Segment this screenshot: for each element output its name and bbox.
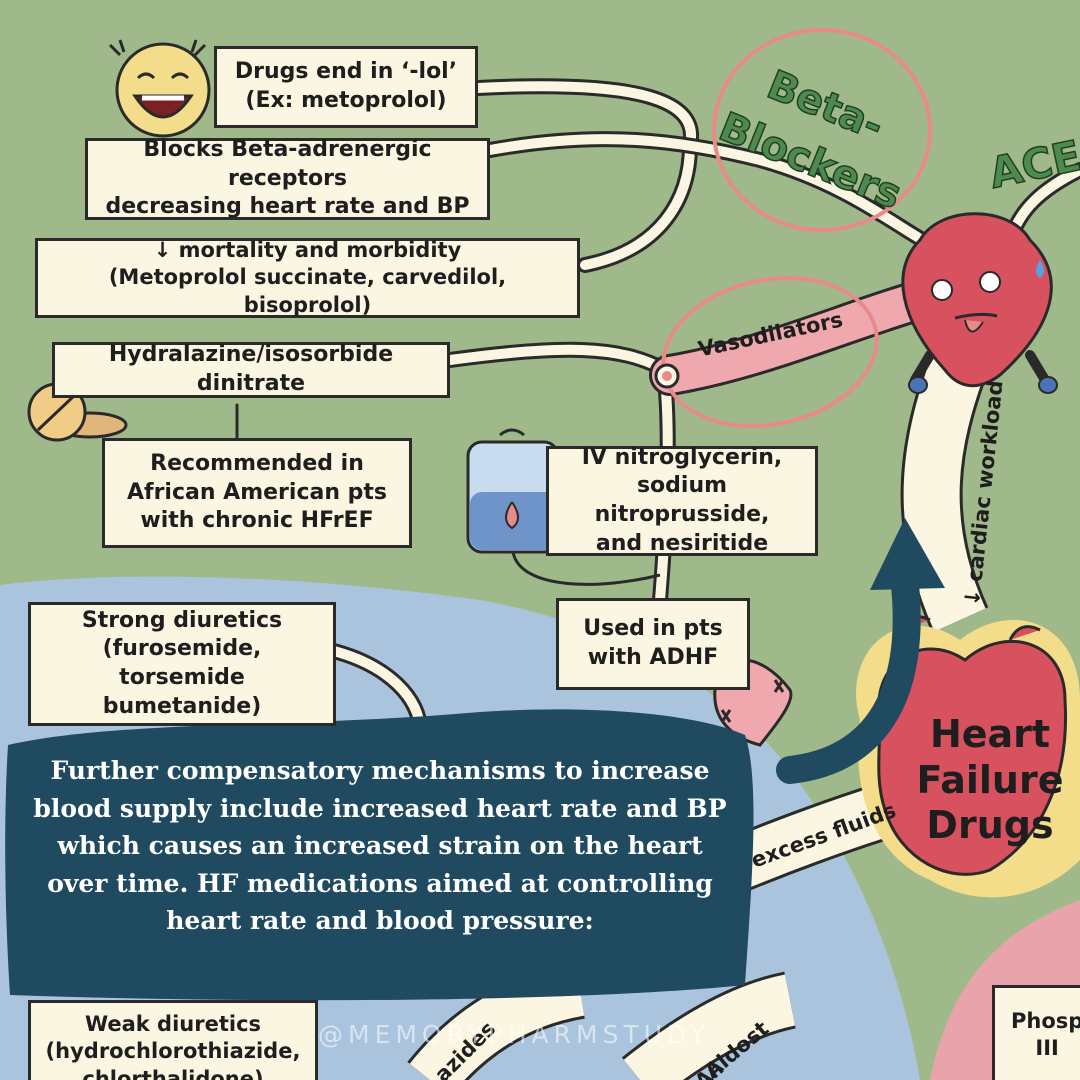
caption-banner	[5, 709, 754, 1001]
iv-bag-icon	[466, 428, 661, 586]
box-hydralazine: Hydralazine/isosorbide dinitrate	[52, 342, 450, 398]
box-weak-diuretics: Weak diuretics (hydrochlorothiazide, chl…	[28, 1000, 318, 1080]
beta-blockers-highlight-circle	[712, 28, 932, 232]
box-recommended-african-american: Recommended in African American pts with…	[102, 438, 412, 548]
box-blocks-beta-receptors: Blocks Beta-adrenergic receptors decreas…	[85, 137, 490, 220]
junction-node-center	[662, 371, 672, 381]
box-used-in-adhf: Used in pts with ADHF	[556, 598, 750, 690]
vasodilators-branch	[652, 282, 938, 393]
laughing-face-icon	[108, 39, 211, 138]
cardiac-workload-branch	[903, 350, 987, 632]
center-heart-icon	[856, 615, 1080, 898]
center-title: Heart Failure Drugs	[916, 712, 1064, 848]
heart-character-icon	[901, 212, 1058, 394]
box-mortality-morbidity: ↓ mortality and morbidity (Metoprolol su…	[35, 238, 580, 318]
box-iv-nitroglycerin: IV nitroglycerin, sodium nitroprusside, …	[546, 445, 818, 556]
box-phosp: Phosp III	[992, 985, 1080, 1080]
curved-arrow-icon	[776, 518, 945, 784]
pill-tablet-icon	[27, 382, 128, 442]
box-strong-diuretics: Strong diuretics (furosemide, torsemide …	[28, 602, 336, 726]
watermark: @MEMORYPHARMSTUDY	[318, 1020, 711, 1049]
box-lol-suffix: Drugs end in ‘-lol’ (Ex: metoprolol)	[214, 46, 478, 128]
aldosterone-branch	[623, 974, 796, 1080]
caption-text: Further compensatory mechanisms to incre…	[33, 756, 727, 935]
